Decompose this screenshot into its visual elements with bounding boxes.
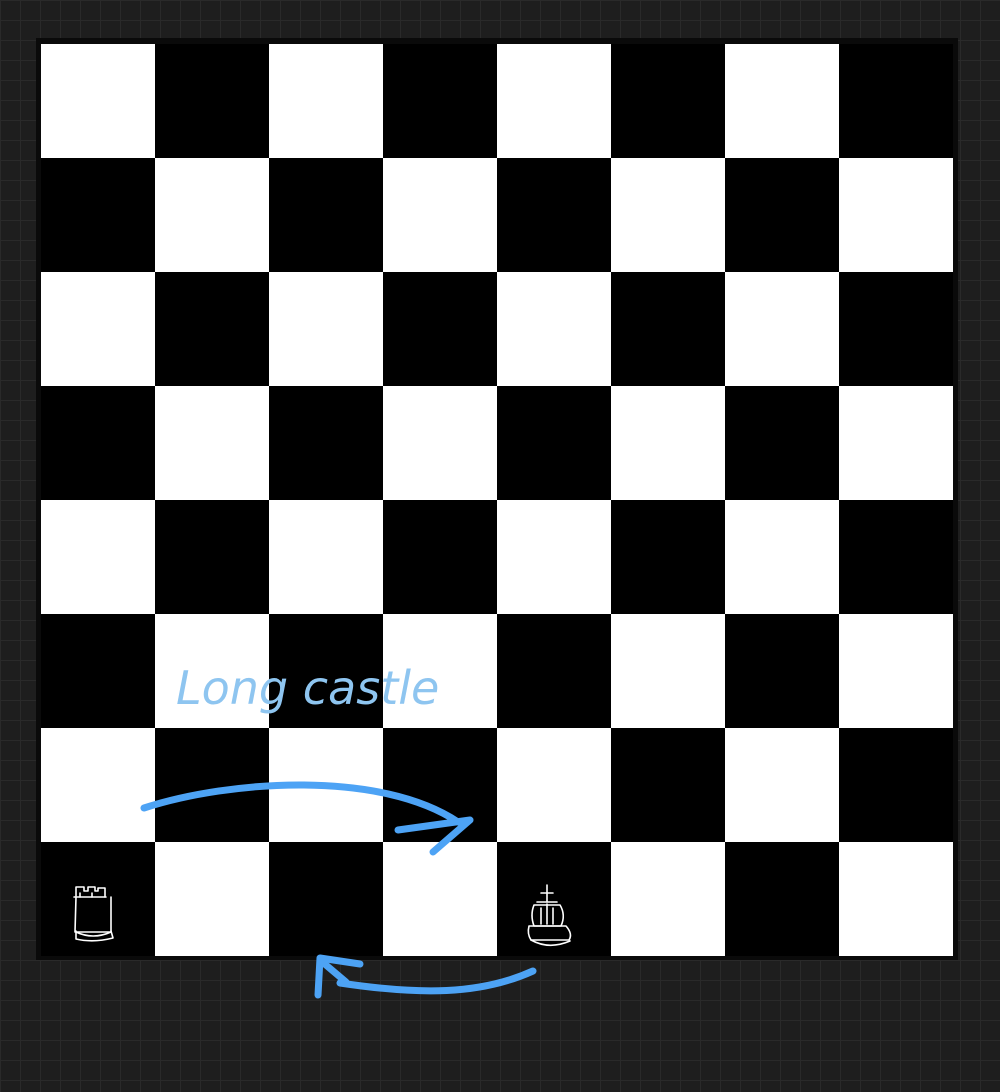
square-f4: [611, 500, 725, 614]
square-d1: [383, 842, 497, 956]
square-d4: [383, 500, 497, 614]
square-f6: [611, 272, 725, 386]
square-f7: [611, 158, 725, 272]
rook-move-arrow: [314, 954, 537, 999]
square-c5: [269, 386, 383, 500]
square-a6: [41, 272, 155, 386]
white-rook-icon: [73, 886, 114, 942]
king-move-arrow: [140, 781, 474, 856]
square-d7: [383, 158, 497, 272]
square-g1: [725, 842, 839, 956]
square-b8: [155, 44, 269, 158]
square-c7: [269, 158, 383, 272]
square-g7: [725, 158, 839, 272]
square-a5: [41, 386, 155, 500]
square-e7: [497, 158, 611, 272]
square-a1: [41, 842, 155, 956]
square-g3: [725, 614, 839, 728]
square-f5: [611, 386, 725, 500]
square-c3: [269, 614, 383, 728]
square-b7: [155, 158, 269, 272]
square-h2: [839, 728, 953, 842]
square-b1: [155, 842, 269, 956]
square-a7: [41, 158, 155, 272]
square-g2: [725, 728, 839, 842]
square-d6: [383, 272, 497, 386]
square-f2: [611, 728, 725, 842]
square-e3: [497, 614, 611, 728]
square-h5: [839, 386, 953, 500]
square-a8: [41, 44, 155, 158]
square-e6: [497, 272, 611, 386]
square-e1: [497, 842, 611, 956]
square-g5: [725, 386, 839, 500]
square-a3: [41, 614, 155, 728]
square-g4: [725, 500, 839, 614]
square-c8: [269, 44, 383, 158]
square-g8: [725, 44, 839, 158]
square-h4: [839, 500, 953, 614]
square-c6: [269, 272, 383, 386]
square-e2: [497, 728, 611, 842]
square-e8: [497, 44, 611, 158]
square-b6: [155, 272, 269, 386]
square-b5: [155, 386, 269, 500]
square-f8: [611, 44, 725, 158]
square-b4: [155, 500, 269, 614]
white-king-icon: [527, 884, 572, 947]
square-h1: [839, 842, 953, 956]
square-a4: [41, 500, 155, 614]
square-d5: [383, 386, 497, 500]
square-h8: [839, 44, 953, 158]
chess-board: [41, 44, 953, 956]
square-f1: [611, 842, 725, 956]
square-h3: [839, 614, 953, 728]
square-f3: [611, 614, 725, 728]
square-h7: [839, 158, 953, 272]
square-e5: [497, 386, 611, 500]
square-c1: [269, 842, 383, 956]
square-e4: [497, 500, 611, 614]
square-a2: [41, 728, 155, 842]
square-b3: [155, 614, 269, 728]
square-d8: [383, 44, 497, 158]
square-c4: [269, 500, 383, 614]
square-h6: [839, 272, 953, 386]
square-g6: [725, 272, 839, 386]
long-castle-label: Long castle: [176, 661, 439, 715]
square-d3: [383, 614, 497, 728]
